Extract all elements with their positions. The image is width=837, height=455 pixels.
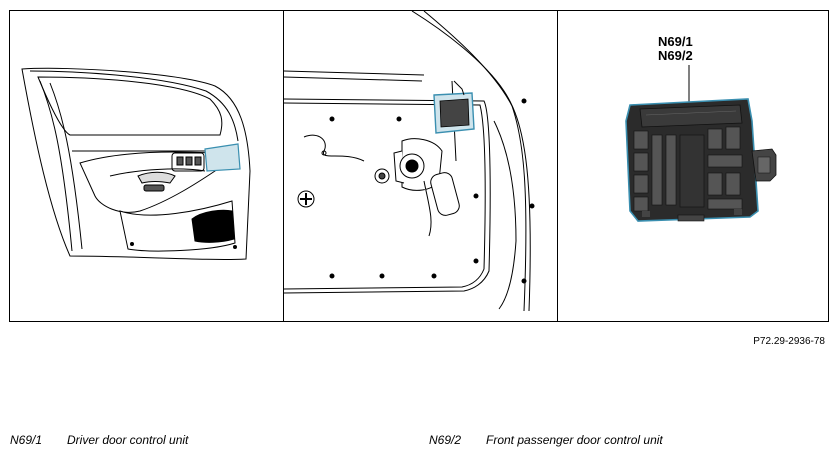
legend-code: N69/2 (429, 433, 462, 447)
door-overview-drawing (21, 67, 251, 260)
figure-id: P72.29-2936-78 (753, 336, 825, 347)
door-overview-panel (10, 11, 283, 321)
driver-control-unit-highlight (204, 143, 241, 172)
callout-line-1: N69/1 (658, 34, 693, 49)
control-unit-drawing (625, 65, 777, 222)
diagram-figure: N69/1 N69/2 (9, 10, 829, 322)
control-unit-detail-panel: N69/1 N69/2 (557, 11, 829, 321)
door-inner-panel (283, 11, 558, 321)
control-unit-module (625, 98, 777, 222)
legend-description: Front passenger door control unit (486, 433, 663, 447)
legend-item: N69/1 Driver door control unit (10, 433, 188, 447)
control-unit-highlight-door (433, 80, 475, 134)
legend-description: Driver door control unit (67, 433, 189, 447)
door-inner-drawing (284, 11, 535, 312)
callout-line-2: N69/2 (658, 48, 693, 63)
component-callout: N69/1 N69/2 (658, 35, 693, 63)
legend-item: N69/2 Front passenger door control unit (429, 433, 663, 447)
legend-code: N69/1 (10, 433, 43, 447)
